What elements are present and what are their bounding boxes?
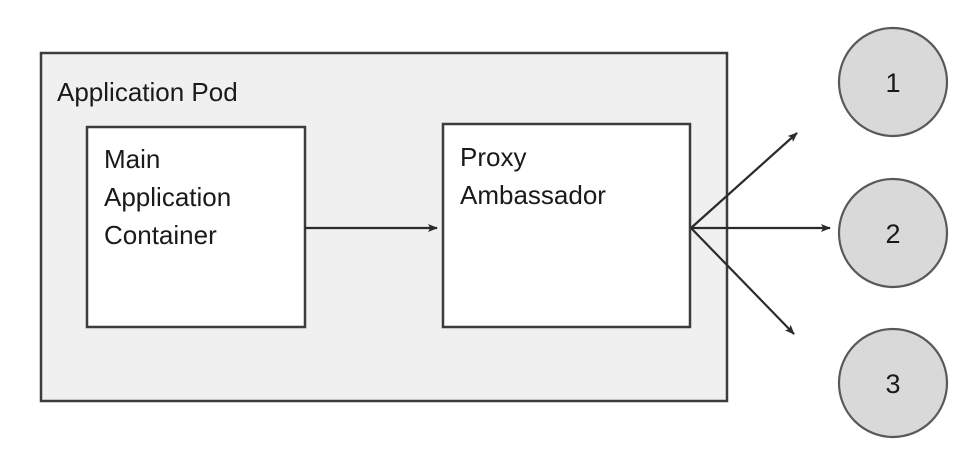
endpoint-circle-2 [837, 177, 949, 289]
proxy-ambassador-label: Proxy Ambassador [460, 142, 606, 210]
arrow-proxy-to-endpoint-3 [690, 227, 795, 335]
endpoint-circle-1 [837, 26, 949, 138]
main-application-container-label: Main Application Container [104, 144, 232, 250]
proxy-ambassador-box [441, 122, 692, 329]
endpoint-label-3: 3 [885, 369, 901, 399]
endpoint-circle-3 [837, 327, 949, 439]
endpoint-label-1: 1 [885, 68, 901, 98]
main-application-container-box [85, 125, 307, 329]
application-pod-label: Application Pod [57, 77, 238, 107]
endpoint-label-2: 2 [885, 219, 901, 249]
arrow-proxy-to-endpoint-1 [690, 132, 798, 229]
